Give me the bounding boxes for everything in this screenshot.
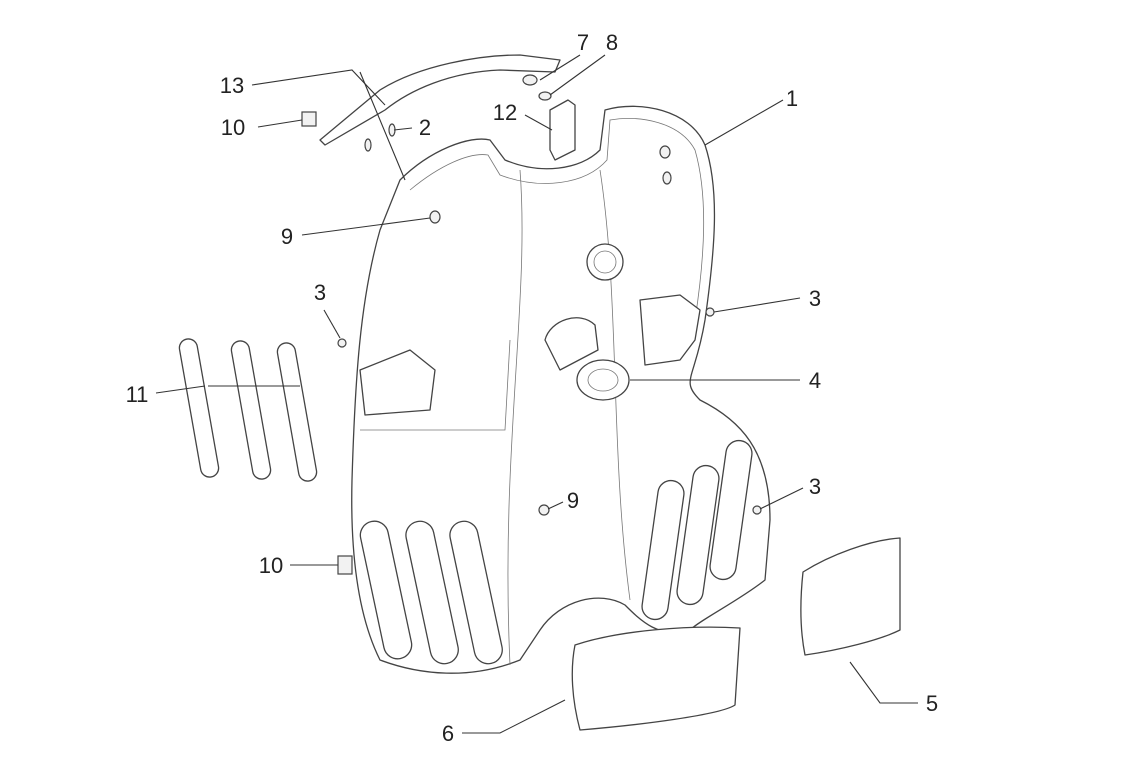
callout-labels: 13 10 2 7 8 12 1 9 3 3 11 4 9 3 10 6 5: [126, 30, 939, 746]
bracket-part: [549, 99, 576, 161]
callout-10: 10: [221, 115, 245, 140]
leader-lines: [155, 54, 918, 734]
floor-grills-right: [641, 439, 753, 621]
top-trim-part: [319, 54, 561, 146]
grill-strips-part: [178, 338, 318, 482]
callout-13: 13: [220, 73, 244, 98]
lower-panel-left-part: [571, 626, 741, 731]
callout-2: 2: [419, 115, 431, 140]
callout-9: 9: [281, 224, 293, 249]
callout-11: 11: [126, 382, 149, 407]
callout-7: 7: [577, 30, 589, 55]
hardware-parts: [301, 74, 762, 575]
callout-8: 8: [606, 30, 618, 55]
callout-5: 5: [926, 691, 938, 716]
callout-9: 9: [567, 488, 579, 513]
callout-4: 4: [809, 368, 821, 393]
leg-shield-part: [351, 105, 771, 674]
callout-3: 3: [314, 280, 326, 305]
callout-10: 10: [259, 553, 283, 578]
callout-12: 12: [493, 100, 517, 125]
callout-3: 3: [809, 286, 821, 311]
floor-grills-left: [359, 520, 503, 665]
callout-1: 1: [786, 86, 798, 111]
callout-6: 6: [442, 721, 454, 746]
callout-3: 3: [809, 474, 821, 499]
lower-panel-right-part: [800, 537, 901, 656]
filler-cap-part: [576, 359, 630, 401]
